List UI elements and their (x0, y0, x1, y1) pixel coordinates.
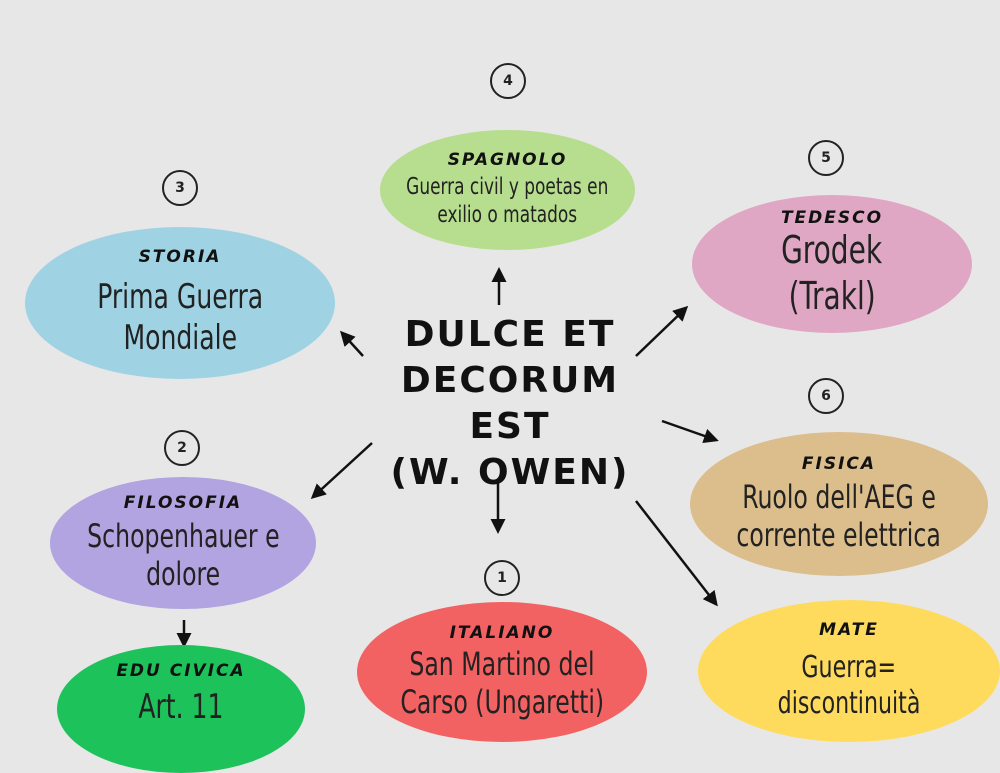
node-subject: ITALIANO (449, 622, 555, 643)
node-topic-line1: Prima Guerra (97, 277, 263, 318)
node-topic-line2: Mondiale (123, 318, 237, 358)
badge-1: 1 (484, 560, 520, 596)
node-subject: TEDESCO (780, 208, 884, 229)
node-storia: STORIA Prima Guerra Mondiale (25, 227, 335, 379)
node-subject: EDU CIVICA (116, 661, 246, 681)
node-topic-line2: Carso (Ungaretti) (400, 683, 604, 721)
arrow-to-tedesco (635, 305, 689, 357)
central-topic-line1: DULCE ET (404, 314, 616, 355)
node-filosofia: FILOSOFIA Schopenhauer e dolore (50, 477, 316, 609)
node-topic-line1: San Martino del (409, 644, 595, 683)
node-topic-line2: corrente elettrica (736, 516, 942, 554)
badge-2: 2 (164, 430, 200, 466)
node-topic-line2: dolore (145, 555, 221, 593)
node-topic-line1: Guerra civil y poetas en (406, 174, 609, 201)
node-topic-line2: discontinuità (777, 686, 921, 721)
node-topic-line1: Grodek (781, 228, 883, 273)
node-topic-line2: (Trakl) (788, 274, 876, 318)
node-italiano: ITALIANO San Martino del Carso (Ungarett… (357, 602, 647, 742)
node-spagnolo: SPAGNOLO Guerra civil y poetas en exilio… (380, 130, 635, 250)
badge-6: 6 (808, 378, 844, 414)
node-topic-line1: Ruolo dell'AEG e (742, 477, 936, 516)
arrow-to-filosofia (310, 442, 373, 500)
node-fisica: FISICA Ruolo dell'AEG e corrente elettri… (690, 432, 988, 576)
arrow-to-storia (339, 330, 364, 357)
node-subject: STORIA (138, 247, 222, 268)
node-subject: FISICA (801, 453, 877, 474)
arrow-to-fisica (661, 419, 719, 444)
central-topic-line2: DECORUM EST (400, 360, 620, 447)
central-topic: DULCE ET DECORUM EST (W. OWEN) (360, 312, 660, 496)
node-subject: SPAGNOLO (447, 150, 568, 171)
node-educivica: EDU CIVICA Art. 11 (57, 645, 305, 773)
node-topic-line1: Schopenhauer e (86, 516, 280, 555)
badge-5: 5 (808, 140, 844, 176)
central-topic-line3: (W. OWEN) (390, 452, 630, 493)
node-mate: MATE Guerra= discontinuità (698, 600, 1000, 742)
arrow-to-mate (635, 500, 718, 607)
badge-3: 3 (162, 170, 198, 206)
node-topic-line1: Guerra= (801, 650, 897, 685)
node-topic-line2: exilio o matados (437, 202, 578, 228)
node-topic-line1: Art. 11 (138, 687, 224, 727)
connector-arrows (176, 267, 719, 648)
node-subject: MATE (819, 620, 879, 640)
badge-4: 4 (490, 63, 526, 99)
node-subject: FILOSOFIA (123, 492, 243, 513)
node-tedesco: TEDESCO Grodek (Trakl) (692, 195, 972, 333)
